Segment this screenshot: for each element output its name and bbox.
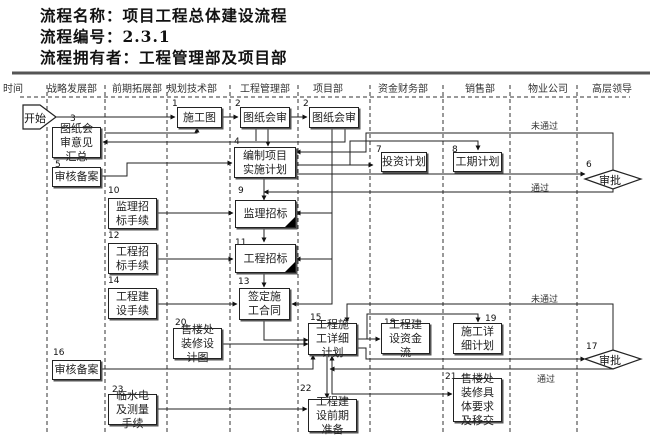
step-23-utilities-survey-procedures[interactable]: 临水电及测量手续 [108, 389, 157, 430]
step-5-review-filing[interactable]: 审核备案 [52, 167, 101, 187]
step-13-sign-contract[interactable]: 签定施工合同 [239, 288, 290, 320]
lane-header-strategy: 战略发展部 [47, 84, 97, 95]
lane-header-finance: 资金财务部 [378, 84, 428, 95]
lane-header-engineering-mgmt: 工程管理部 [240, 84, 290, 95]
step-22-preliminary-preparation[interactable]: 工程建设前期准备 [308, 395, 357, 436]
step-number: 8 [452, 145, 458, 155]
process-code: 流程编号：2.3.1 [40, 27, 171, 46]
step-16-review-filing[interactable]: 审核备案 [52, 360, 101, 380]
step-15-detailed-construction-plan[interactable]: 工程施工详细计划 [308, 318, 357, 359]
step-number: 4 [234, 137, 240, 147]
step-number: 19 [485, 314, 497, 324]
process-name: 流程名称：项目工程总体建设流程 [40, 6, 288, 25]
lane-header-property: 物业公司 [528, 84, 568, 95]
step-4-implementation-plan[interactable]: 编制项目实施计划 [234, 147, 296, 178]
step-9-label: 监理招标 [243, 207, 288, 220]
lane-header-executives: 高层领导 [592, 84, 632, 95]
edge-label-rejected: 未通过 [531, 122, 559, 132]
step-12-construction-tender-procedures[interactable]: 工程招标手续 [108, 243, 157, 274]
edge-label-rejected: 未通过 [531, 295, 559, 305]
step-21-sales-office-handover[interactable]: 售楼处装修具体要求及移交 [453, 372, 502, 427]
step-number: 15 [310, 313, 322, 323]
step-number: 7 [376, 145, 382, 155]
lane-header-planning-tech: 规划技术部 [167, 84, 217, 95]
step-9-supervision-tender[interactable]: 监理招标 [235, 200, 296, 228]
step-number: 3 [70, 114, 76, 124]
step-number: 6 [586, 160, 592, 170]
step-17-approval[interactable]: 审批 [599, 354, 621, 367]
lane-header-project-dept: 项目部 [313, 84, 343, 95]
step-2-drawing-review-project[interactable]: 图纸会审 [309, 107, 359, 128]
step-2-drawing-review-eng[interactable]: 图纸会审 [240, 107, 290, 128]
step-number: 22 [300, 384, 312, 394]
step-number: 21 [445, 372, 457, 382]
step-number: 2 [303, 99, 309, 109]
step-10-supervision-tender-procedures[interactable]: 监理招标手续 [108, 198, 157, 229]
step-14-construction-procedures[interactable]: 工程建设手续 [108, 288, 157, 319]
step-number: 11 [235, 238, 247, 248]
step-11-construction-tender[interactable]: 工程招标 [235, 244, 296, 273]
step-number: 13 [238, 277, 250, 287]
subprocess-marker [285, 217, 295, 227]
step-number: 5 [55, 160, 61, 170]
lane-header-time: 时间 [3, 84, 23, 95]
subprocess-marker [285, 262, 295, 272]
lane-header-sales: 销售部 [465, 84, 495, 95]
step-number: 10 [108, 186, 120, 196]
step-number: 1 [172, 99, 178, 109]
step-number: 2 [235, 99, 241, 109]
edge-label-approved: 通过 [531, 184, 550, 194]
process-owner: 流程拥有者：工程管理部及项目部 [40, 48, 288, 67]
step-number: 14 [108, 276, 120, 286]
step-11-label: 工程招标 [243, 251, 288, 265]
step-number: 17 [586, 342, 598, 352]
step-number: 16 [53, 348, 65, 358]
start-node[interactable]: 开始 [24, 112, 46, 125]
step-number: 20 [175, 318, 187, 328]
step-number: 9 [238, 186, 244, 196]
step-6-approval[interactable]: 审批 [599, 174, 621, 187]
step-7-investment-plan[interactable]: 投资计划 [381, 152, 427, 172]
step-8-schedule-plan[interactable]: 工期计划 [453, 152, 502, 172]
lane-dividers [46, 85, 578, 432]
edge-label-approved: 通过 [537, 375, 556, 385]
step-19-detailed-construction-schedule[interactable]: 施工详细计划 [453, 323, 502, 354]
step-number: 12 [108, 231, 120, 241]
step-18-construction-cash-flow[interactable]: 工程建设资金流 [381, 318, 430, 359]
lane-header-pre-development: 前期拓展部 [112, 84, 162, 95]
step-20-sales-office-design[interactable]: 售楼处装修设计图 [173, 323, 222, 364]
step-number: 23 [112, 385, 124, 395]
start-shape [22, 104, 57, 130]
decision-6-shape [583, 169, 643, 190]
decision-17-shape [583, 349, 643, 370]
step-3-review-summary[interactable]: 图纸会审意见汇总 [52, 122, 101, 163]
step-1-construction-drawing[interactable]: 施工图 [177, 107, 222, 128]
